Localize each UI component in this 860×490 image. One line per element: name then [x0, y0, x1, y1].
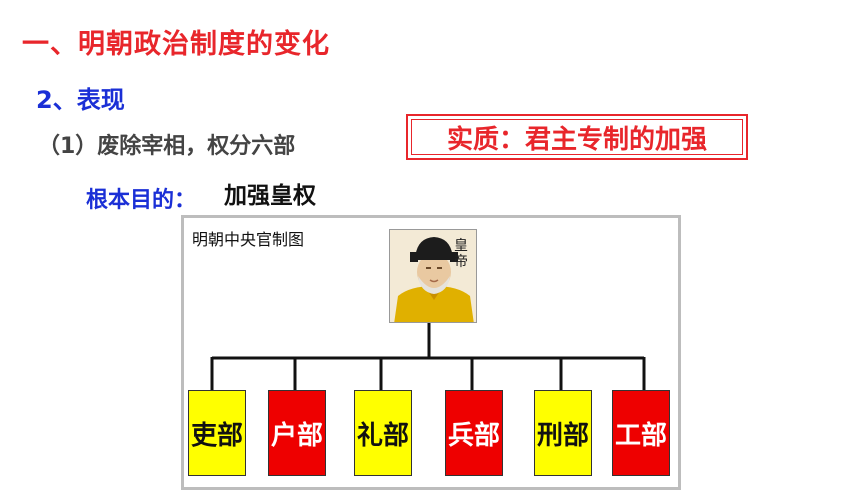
ministry-box-revenue: 户部	[268, 390, 326, 476]
point-text: （1）废除宰相，权分六部	[38, 134, 296, 159]
ministry-box-war: 兵部	[445, 390, 503, 476]
ministry-box-rites: 礼部	[354, 390, 412, 476]
ministry-box-personnel: 吏部	[188, 390, 246, 476]
emperor-portrait	[389, 229, 477, 323]
org-chart-figure: 明朝中央官制图 皇帝 吏部 户部 礼部 兵部 刑部 工部	[181, 215, 681, 490]
emperor-label: 皇帝	[454, 238, 468, 270]
diagram-title: 明朝中央官制图	[192, 230, 305, 249]
page-title: 一、明朝政治制度的变化	[22, 29, 330, 60]
section-subheading: 2、表现	[36, 86, 125, 114]
essence-box: 实质：君主专制的加强	[406, 114, 748, 160]
connector-lines	[210, 323, 646, 390]
essence-text: 实质：君主专制的加强	[411, 119, 743, 155]
emperor-portrait-image	[390, 230, 476, 322]
purpose-label: 根本目的：	[86, 188, 197, 213]
ministry-box-justice: 刑部	[534, 390, 592, 476]
purpose-value: 加强皇权	[224, 183, 316, 209]
ministry-box-works: 工部	[612, 390, 670, 476]
